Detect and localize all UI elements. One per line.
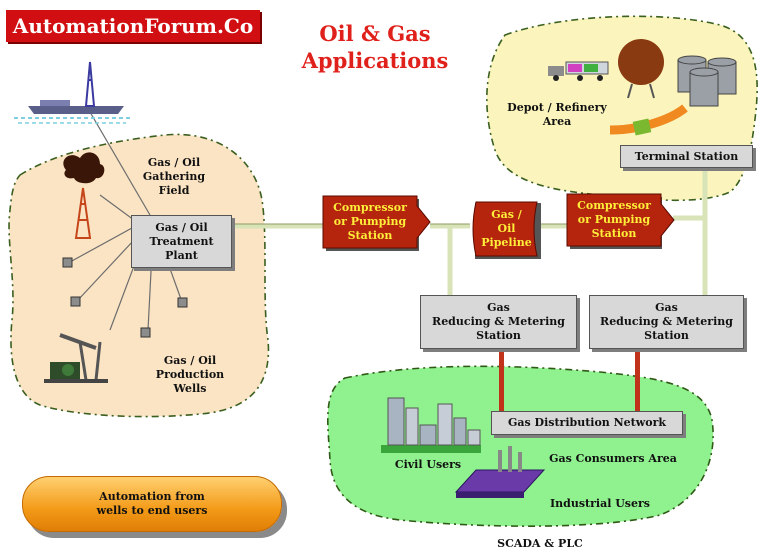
city-buildings-icon bbox=[381, 397, 481, 453]
terminal-station-box: Terminal Station bbox=[620, 145, 753, 168]
compressor-station-1-label: Compressor or Pumping Station bbox=[333, 201, 407, 242]
storage-sphere-icon bbox=[609, 39, 688, 136]
distribution-pipe-2 bbox=[635, 350, 640, 412]
gathering-field-label: Gas / Oil Gathering Field bbox=[142, 156, 206, 197]
compressor-station-2-label: Compressor or Pumping Station bbox=[577, 199, 651, 240]
footer-caption: SCADA & PLC bbox=[497, 537, 583, 550]
page-title: Oil & Gas Applications bbox=[250, 20, 500, 74]
pipeline-shape bbox=[472, 201, 541, 259]
offshore-platform-icon bbox=[14, 61, 130, 124]
treatment-plant-box: Gas / Oil Treatment Plant bbox=[131, 215, 232, 268]
consumers-region bbox=[326, 365, 714, 527]
distribution-network-box: Gas Distribution Network bbox=[491, 411, 683, 435]
oil-derrick-icon bbox=[63, 152, 105, 239]
oil-barrels-icon bbox=[677, 55, 737, 107]
compressor-station-2-shape bbox=[566, 193, 675, 249]
distribution-pipe-1 bbox=[499, 348, 504, 412]
title-line-2: Applications bbox=[301, 48, 449, 73]
depot-refinery-label: Depot / Refinery Area bbox=[507, 101, 607, 128]
pipeline-network bbox=[232, 168, 708, 296]
tanker-truck-icon bbox=[548, 61, 609, 81]
gathering-field-region bbox=[8, 133, 270, 418]
reducing-metering-station-2: Gas Reducing & Metering Station bbox=[589, 295, 744, 349]
industrial-plant-icon bbox=[454, 446, 546, 498]
reducing-metering-station-1: Gas Reducing & Metering Station bbox=[420, 295, 577, 349]
consumers-area-label: Gas Consumers Area bbox=[549, 452, 677, 465]
well-markers bbox=[62, 257, 188, 338]
civil-users-label: Civil Users bbox=[394, 458, 462, 471]
compressor-station-1-shape bbox=[322, 195, 431, 251]
industrial-users-label: Industrial Users bbox=[550, 497, 650, 510]
brand-logo: AutomationForum.Co bbox=[6, 10, 260, 42]
automation-banner: Automation from wells to end users bbox=[22, 476, 282, 532]
title-line-1: Oil & Gas bbox=[319, 21, 431, 46]
pipeline-label: Gas / Oil Pipeline bbox=[481, 208, 532, 249]
production-wells-label: Gas / Oil Production Wells bbox=[155, 354, 225, 395]
pump-jack-icon bbox=[44, 333, 108, 383]
well-connections bbox=[69, 111, 183, 331]
